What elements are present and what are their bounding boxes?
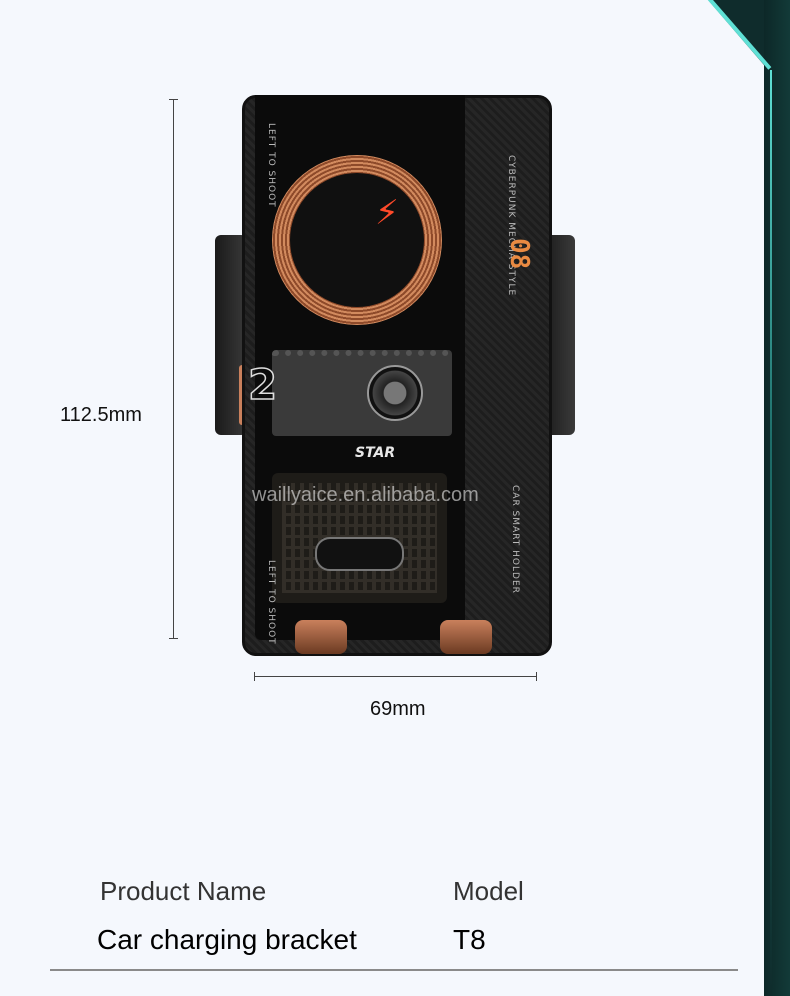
- spec-value-product-name: Car charging bracket: [97, 924, 357, 955]
- usb-port: [315, 537, 404, 571]
- right-edge-border: [764, 0, 790, 996]
- left-support-foot: [295, 620, 347, 654]
- right-support-foot: [440, 620, 492, 654]
- lightning-bolt-icon: ⚡: [375, 193, 399, 233]
- width-dimension-line: [254, 672, 537, 681]
- right-top-label: CYBERPUNK MECHA STYLE: [506, 155, 516, 297]
- right-bottom-label: CAR SMART HOLDER: [510, 485, 520, 594]
- panel-number: 2: [247, 359, 278, 410]
- coil-center: [290, 173, 424, 307]
- car-holder-product-image: ⚡ STAR 2 LEFT TO SHOOT LEFT TO SHOOT CYB…: [210, 95, 580, 660]
- rotation-knob: [367, 365, 423, 421]
- spec-header-product-name: Product Name: [100, 876, 267, 906]
- height-dimension-line: [169, 99, 178, 639]
- bottom-divider: [50, 969, 738, 971]
- spec-value-model: T8: [453, 924, 486, 955]
- width-dimension-label: 69mm: [370, 698, 426, 720]
- digital-display: 08: [504, 238, 534, 270]
- height-dimension-label: 112.5mm: [60, 404, 142, 426]
- brand-logo: STAR: [355, 445, 396, 461]
- watermark: waillyaice.en.alibaba.com: [252, 484, 479, 506]
- left-bottom-label: LEFT TO SHOOT: [266, 560, 276, 645]
- air-vent-clip: [272, 350, 452, 436]
- left-top-label: LEFT TO SHOOT: [266, 123, 276, 208]
- spec-header-model: Model: [453, 876, 524, 906]
